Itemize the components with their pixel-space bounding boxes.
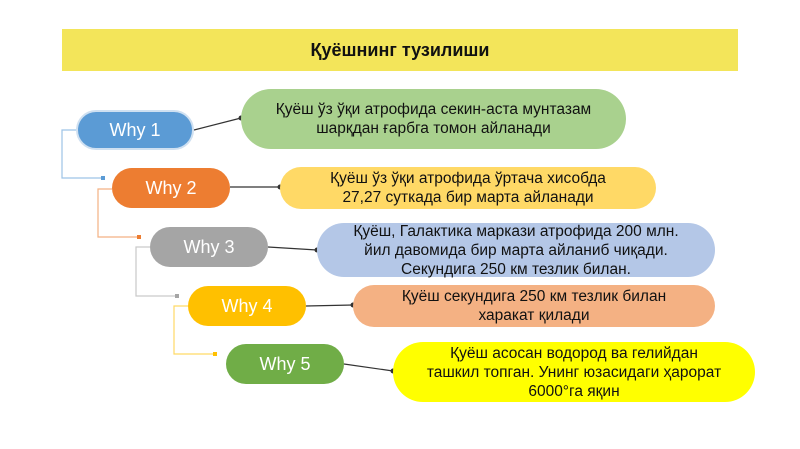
description-1-line-1: Қуёш ўз ўқи атрофида секин-аста мунтазам xyxy=(275,101,592,118)
why-label-4: Why 4 xyxy=(221,295,273,316)
title-bar: Қуёшнинг тузилиши xyxy=(62,29,738,71)
elbow-connector-3-4 xyxy=(135,246,177,297)
why-pill-1: Why 1 xyxy=(76,110,194,150)
description-4-line-2: харакат қилади xyxy=(478,307,590,324)
description-4: Қуёш секундига 250 км тезлик билан харак… xyxy=(353,285,715,327)
desc-connector-3 xyxy=(267,246,318,251)
description-1-line-2: шарқдан ғарбга томон айланади xyxy=(316,120,551,137)
description-5: Қуёш асосан водород ва гелийдан ташкил т… xyxy=(393,342,755,402)
description-2: Қуёш ўз ўқи атрофида ўртача хисобда 27,2… xyxy=(280,167,656,209)
desc-connector-4 xyxy=(305,304,354,307)
description-2-line-1: Қуёш ўз ўқи атрофида ўртача хисобда xyxy=(330,170,606,187)
elbow-connector-4-5 xyxy=(173,305,215,355)
why-label-1: Why 1 xyxy=(109,119,161,140)
why-pill-4: Why 4 xyxy=(188,286,306,326)
why-pill-3: Why 3 xyxy=(150,227,268,267)
description-3: Қуёш, Галактика маркази атрофида 200 млн… xyxy=(317,222,715,278)
connector-dot-1-2 xyxy=(101,176,105,180)
connector-dot-3-4 xyxy=(175,294,179,298)
desc-connector-5 xyxy=(343,363,394,372)
connector-dot-2-3 xyxy=(137,235,141,239)
connector-dot-4-5 xyxy=(213,352,217,356)
description-4-line-1: Қуёш секундига 250 км тезлик билан xyxy=(401,288,667,305)
page-title: Қуёшнинг тузилиши xyxy=(310,39,490,60)
elbow-connector-2-3 xyxy=(97,188,139,238)
why-label-5: Why 5 xyxy=(259,353,311,374)
description-5-line-2: ташкил топган. Унинг юзасидаги ҳарорат xyxy=(426,363,722,381)
description-5-line-1: Қуёш асосан водород ва гелийдан xyxy=(450,344,698,362)
description-5-line-3: 6000°га яқин xyxy=(528,382,620,400)
why-label-2: Why 2 xyxy=(145,177,197,198)
elbow-connector-1-2 xyxy=(61,129,103,179)
description-1: Қуёш ўз ўқи атрофида секин-аста мунтазам… xyxy=(241,89,626,149)
description-3-line-3: Секундига 250 км тезлик билан. xyxy=(401,260,631,278)
description-2-line-2: 27,27 суткада бир марта айланади xyxy=(342,189,594,206)
why-pill-2: Why 2 xyxy=(112,168,230,208)
description-3-line-1: Қуёш, Галактика маркази атрофида 200 млн… xyxy=(353,222,679,240)
description-3-line-2: йил давомида бир марта айланиб чиқади. xyxy=(364,241,668,259)
why-pill-5: Why 5 xyxy=(226,344,344,384)
desc-connector-1 xyxy=(193,117,242,131)
why-label-3: Why 3 xyxy=(183,236,235,257)
